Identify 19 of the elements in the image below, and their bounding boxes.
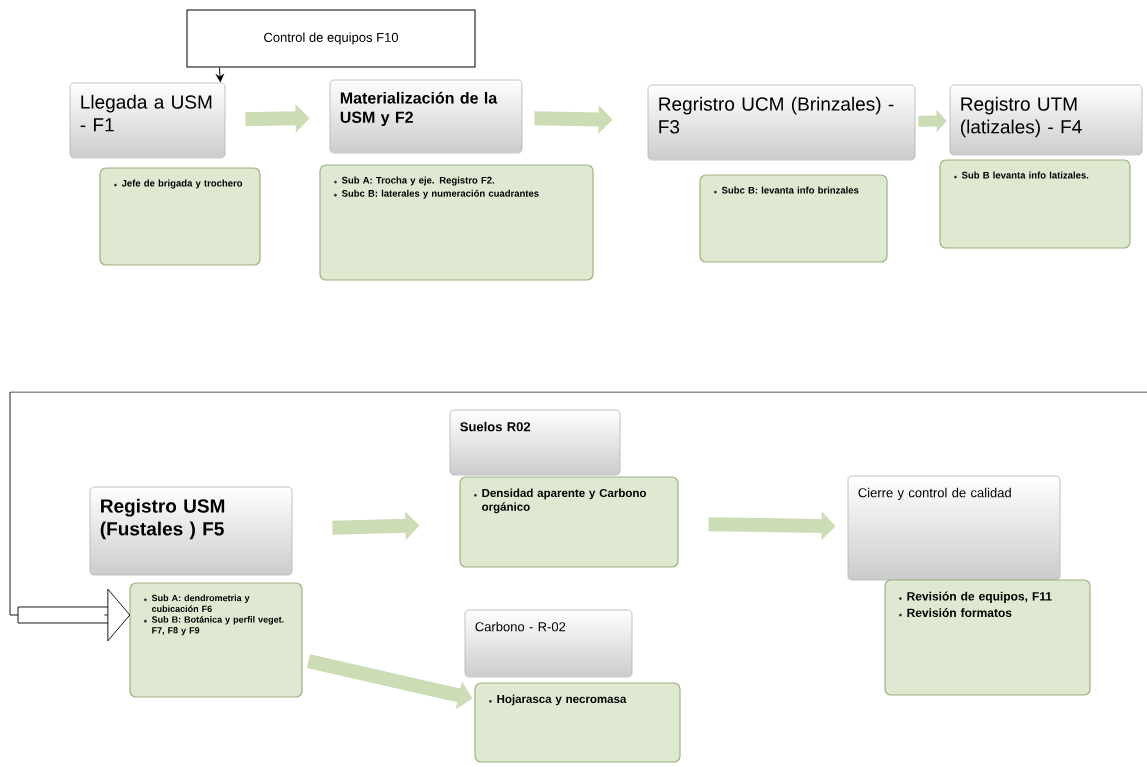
step-box: Regristro UCM (Brinzales) - F3 xyxy=(647,84,916,161)
step-box: Carbono - R-02 xyxy=(464,609,633,678)
step-box: Materialización de la USM y F2 xyxy=(329,79,523,154)
note-box: Control de equipos F10 xyxy=(186,9,476,68)
task-box: Sub A: Trocha y eje. Registro F2. Subc B: laterales y numeración cuadrantes xyxy=(319,164,594,281)
task-box: Sub A: dendrometria y cubicación F6 Sub B: Botánica y perfil veget. F7, F8 y F9 xyxy=(129,582,303,698)
arrow xyxy=(216,67,224,82)
task-box: Revisión de equipos, F11 Revisión formatos xyxy=(884,579,1091,696)
step-box: Suelos R02 xyxy=(449,409,621,476)
task-box: Subc B: levanta info brinzales xyxy=(699,174,888,263)
task-box: Sub B levanta info latizales. xyxy=(939,159,1131,249)
task-box: Jefe de brigada y trochero xyxy=(99,167,261,266)
step-box: Registro USM (Fustales ) F5 xyxy=(89,486,293,576)
task-box: Hojarasca y necromasa xyxy=(474,682,681,763)
return-arrow xyxy=(9,391,1147,642)
step-box: Registro UTM (latizales) - F4 xyxy=(949,84,1143,156)
step-box: Llegada a USM - F1 xyxy=(69,82,226,159)
step-box: Cierre y control de calidad xyxy=(847,475,1061,581)
task-box: Densidad aparente y Carbono orgánico xyxy=(459,476,679,568)
